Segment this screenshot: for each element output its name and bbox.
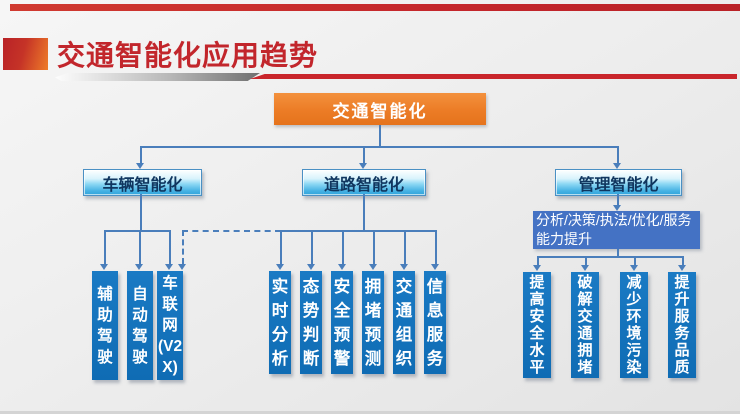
connector-line <box>373 230 375 264</box>
leaf-label: 车联网(V2X) <box>157 275 183 376</box>
leaf-improve-safety-level: 提高安全水平 <box>523 272 551 378</box>
connector-line <box>280 230 282 264</box>
connector-line <box>585 256 587 266</box>
connector-line <box>682 256 684 266</box>
page-title: 交通智能化应用趋势 <box>57 40 319 71</box>
leaf-label: 提高安全水平 <box>529 274 545 376</box>
connector-line <box>169 230 171 264</box>
connector-line <box>104 230 171 232</box>
leaf-situation-judgment: 态势判断 <box>300 271 322 374</box>
connector-arrowhead <box>613 205 621 211</box>
connector-line <box>617 146 619 164</box>
connector-line-dashed <box>182 230 281 232</box>
connector-line <box>634 256 636 266</box>
connector-arrowhead <box>165 264 173 270</box>
connector-arrowhead <box>178 264 186 270</box>
leaf-traffic-organization: 交通组织 <box>393 271 415 374</box>
connector-line <box>140 146 617 148</box>
node-management-label: 管理智能化 <box>578 176 659 194</box>
connector-arrowhead <box>613 163 621 169</box>
connector-arrowhead <box>431 264 439 270</box>
node-root-label: 交通智能化 <box>332 101 428 121</box>
leaf-label: 安全预警 <box>333 277 351 368</box>
connector-arrowhead <box>359 163 367 169</box>
leaf-label: 减少环境污染 <box>626 274 642 376</box>
node-road-label: 道路智能化 <box>323 176 404 194</box>
connector-arrowhead <box>136 163 144 169</box>
leaf-information-service: 信息服务 <box>424 271 446 374</box>
leaf-safety-warning: 安全预警 <box>331 271 353 374</box>
connector-arrowhead <box>369 264 377 270</box>
leaf-reduce-environmental-pollution: 减少环境污染 <box>620 272 648 378</box>
leaf-label: 破解交通拥堵 <box>577 274 593 376</box>
leaf-label: 自动驾驶 <box>132 285 148 366</box>
connector-arrowhead <box>338 264 346 270</box>
connector-arrowhead <box>100 264 108 270</box>
connector-line <box>537 256 539 266</box>
node-root-traffic-intelligence: 交通智能化 <box>274 93 486 125</box>
connector-arrowhead <box>581 265 589 271</box>
leaf-improve-service-quality: 提升服务品质 <box>668 272 696 378</box>
connector-arrowhead <box>276 264 284 270</box>
connector-line <box>435 230 437 264</box>
title-underline-red <box>250 74 737 79</box>
node-vehicle-label: 车辆智能化 <box>102 176 183 194</box>
connector-line <box>139 230 141 264</box>
connector-line <box>404 230 406 264</box>
leaf-label: 拥堵预测 <box>364 277 382 368</box>
title-accent-square <box>3 38 48 70</box>
leaf-label: 实时分析 <box>271 277 289 368</box>
leaf-congestion-prediction: 拥堵预测 <box>362 271 384 374</box>
leaf-v2x-network: 车联网(V2X) <box>157 271 183 380</box>
connector-line <box>104 230 106 264</box>
connector-line <box>617 249 619 257</box>
leaf-label: 辅助驾驶 <box>97 285 113 366</box>
caption-management-capabilities: 分析/决策/执法/优化/服务能力提升 <box>533 211 700 249</box>
leaf-label: 提升服务品质 <box>674 274 690 376</box>
leaf-assisted-driving: 辅助驾驶 <box>92 271 118 380</box>
leaf-realtime-analysis: 实时分析 <box>269 271 291 374</box>
leaf-label: 态势判断 <box>302 277 320 368</box>
connector-arrowhead <box>533 265 541 271</box>
connector-line <box>342 230 344 264</box>
connector-line-dashed <box>182 230 184 264</box>
leaf-label: 交通组织 <box>395 277 413 368</box>
connector-line <box>363 194 365 232</box>
leaf-autonomous-driving: 自动驾驶 <box>127 271 153 380</box>
node-road-intelligence: 道路智能化 <box>302 169 426 196</box>
connector-line <box>379 125 381 147</box>
leaf-solve-traffic-congestion: 破解交通拥堵 <box>571 272 599 378</box>
leaf-label: 信息服务 <box>426 277 444 368</box>
top-accent-bar <box>10 4 740 11</box>
connector-arrowhead <box>135 264 143 270</box>
connector-arrowhead <box>630 265 638 271</box>
connector-line <box>280 230 436 232</box>
title-underline-silver <box>55 73 260 81</box>
connector-arrowhead <box>400 264 408 270</box>
caption-label: 分析/决策/执法/优化/服务能力提升 <box>536 212 692 247</box>
connector-arrowhead <box>678 265 686 271</box>
connector-line <box>311 230 313 264</box>
connector-line <box>537 256 683 258</box>
connector-arrowhead <box>307 264 315 270</box>
connector-line <box>363 146 365 164</box>
connector-line <box>140 146 142 164</box>
connector-line <box>617 194 619 206</box>
node-management-intelligence: 管理智能化 <box>555 169 682 196</box>
node-vehicle-intelligence: 车辆智能化 <box>83 169 202 196</box>
connector-line <box>140 194 142 232</box>
